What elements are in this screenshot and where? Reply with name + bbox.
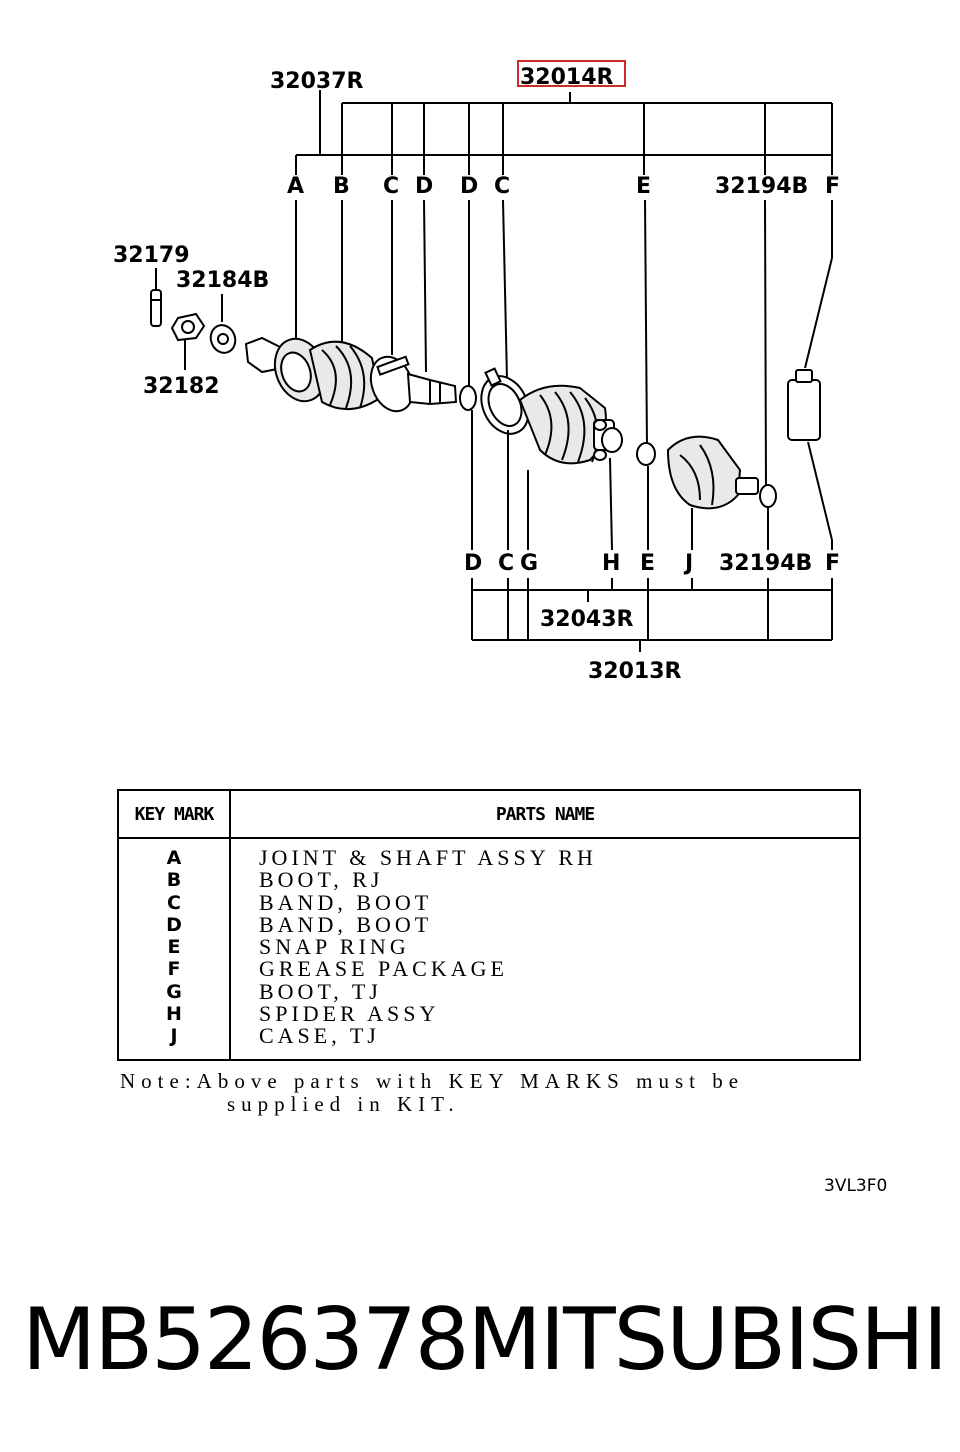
snap-ring-32194b-part xyxy=(759,484,777,508)
band-d-part xyxy=(459,385,477,411)
top-kit-bracket xyxy=(295,90,833,175)
top-key-marks: A B C D D C E 32194B F xyxy=(287,174,840,199)
part-number: MB526378 xyxy=(22,1290,469,1390)
kit-label-32014R: 32014R xyxy=(520,65,614,90)
key-mark-cell: H xyxy=(166,1003,182,1026)
kit-note: Note:Above parts with KEY MARKS must be … xyxy=(120,1070,744,1116)
key-mark-cell: F xyxy=(167,958,181,981)
key-mark-cell: C xyxy=(167,891,181,914)
key-mark: C xyxy=(494,174,510,199)
part-name-cell: BAND, BOOT xyxy=(259,889,433,915)
grease-package-part xyxy=(787,369,821,441)
part-number-label: 32182 xyxy=(143,374,220,399)
kit-label-32037R: 32037R xyxy=(270,69,364,94)
highlight-box xyxy=(517,60,626,87)
key-mark-cell: E xyxy=(167,936,181,959)
table-divider xyxy=(229,837,231,1059)
part-name-cell: BOOT, RJ xyxy=(259,867,384,893)
table-row: F GREASE PACKAGE xyxy=(119,956,859,982)
bottom-kit-bracket xyxy=(471,578,833,652)
part-name-cell: SPIDER ASSY xyxy=(259,1001,440,1027)
key-mark: D xyxy=(415,174,433,199)
band-c-part xyxy=(480,367,530,435)
table-row: J CASE, TJ xyxy=(119,1023,859,1049)
key-mark-cell: A xyxy=(166,847,182,869)
parts-table: KEY MARK PARTS NAME A JOINT & SHAFT ASSY … xyxy=(117,789,861,1061)
key-mark: D xyxy=(460,174,478,199)
key-mark-cell: B xyxy=(166,869,182,892)
part-number-label: 32184B xyxy=(176,268,269,293)
spider-assy-part xyxy=(593,419,623,461)
part-name-cell: BOOT, TJ xyxy=(259,978,382,1004)
key-mark-cell: D xyxy=(166,913,182,936)
key-mark-cell: J xyxy=(170,1025,178,1048)
table-header-key-mark: KEY MARK xyxy=(119,791,231,839)
table-row: E SNAP RING xyxy=(119,934,859,960)
washer-part xyxy=(209,324,237,354)
part-name-cell: SNAP RING xyxy=(259,934,410,960)
key-mark: G xyxy=(520,551,538,576)
key-mark-cell: G xyxy=(166,980,182,1003)
part-number-label: 32194B xyxy=(719,551,812,576)
table-row: H SPIDER ASSY xyxy=(119,1001,859,1027)
key-mark: C xyxy=(383,174,399,199)
table-row: C BAND, BOOT xyxy=(119,889,859,915)
nut-part xyxy=(170,312,206,342)
key-mark: F xyxy=(825,174,840,199)
part-number-label: 32179 xyxy=(113,243,190,268)
part-name-cell: GREASE PACKAGE xyxy=(259,956,508,982)
key-mark: E xyxy=(640,551,655,576)
boot-tj-part xyxy=(518,384,607,465)
bolt-part xyxy=(150,289,162,327)
table-header-parts-name: PARTS NAME xyxy=(231,791,859,839)
key-mark: A xyxy=(287,174,304,199)
key-mark: F xyxy=(825,551,840,576)
note-line-2: supplied in KIT. xyxy=(227,1092,460,1116)
table-row: B BOOT, RJ xyxy=(119,867,859,893)
part-name-cell: BAND, BOOT xyxy=(259,911,433,937)
key-mark: J xyxy=(683,551,693,576)
kit-label-32043R: 32043R xyxy=(540,607,634,632)
top-leader-lines xyxy=(295,199,833,489)
table-row: A JOINT & SHAFT ASSY RH xyxy=(119,845,859,870)
snap-ring-e-part xyxy=(636,442,656,466)
bottom-leader-lines xyxy=(471,410,833,551)
key-mark: B xyxy=(333,174,350,199)
part-name-cell: JOINT & SHAFT ASSY RH xyxy=(259,845,597,870)
drawing-code: 3VL3F0 xyxy=(824,1176,888,1196)
bottom-key-marks: D C G H E J 32194B F xyxy=(464,551,840,576)
part-name-cell: CASE, TJ xyxy=(259,1023,380,1049)
note-line-1: Note:Above parts with KEY MARKS must be xyxy=(120,1069,745,1093)
exploded-parts-diagram: 32037R 32014R A B C D D C E 32194B F 321… xyxy=(113,60,840,684)
table-body: A JOINT & SHAFT ASSY RH B BOOT, RJ C BAND, … xyxy=(119,847,859,1048)
part-number-label: 32194B xyxy=(715,174,808,199)
brand-name: MITSUBISHI xyxy=(467,1290,949,1390)
table-row: G BOOT, TJ xyxy=(119,978,859,1004)
table-row: D BAND, BOOT xyxy=(119,911,859,937)
joint-shaft-assembly xyxy=(244,336,458,413)
key-mark: H xyxy=(602,551,620,576)
key-mark: D xyxy=(464,551,482,576)
case-tj-part xyxy=(666,435,759,510)
key-mark: E xyxy=(636,174,651,199)
footer: MB526378 MITSUBISHI xyxy=(22,1290,948,1390)
kit-label-32013R: 32013R xyxy=(588,659,682,684)
key-mark: C xyxy=(498,551,514,576)
